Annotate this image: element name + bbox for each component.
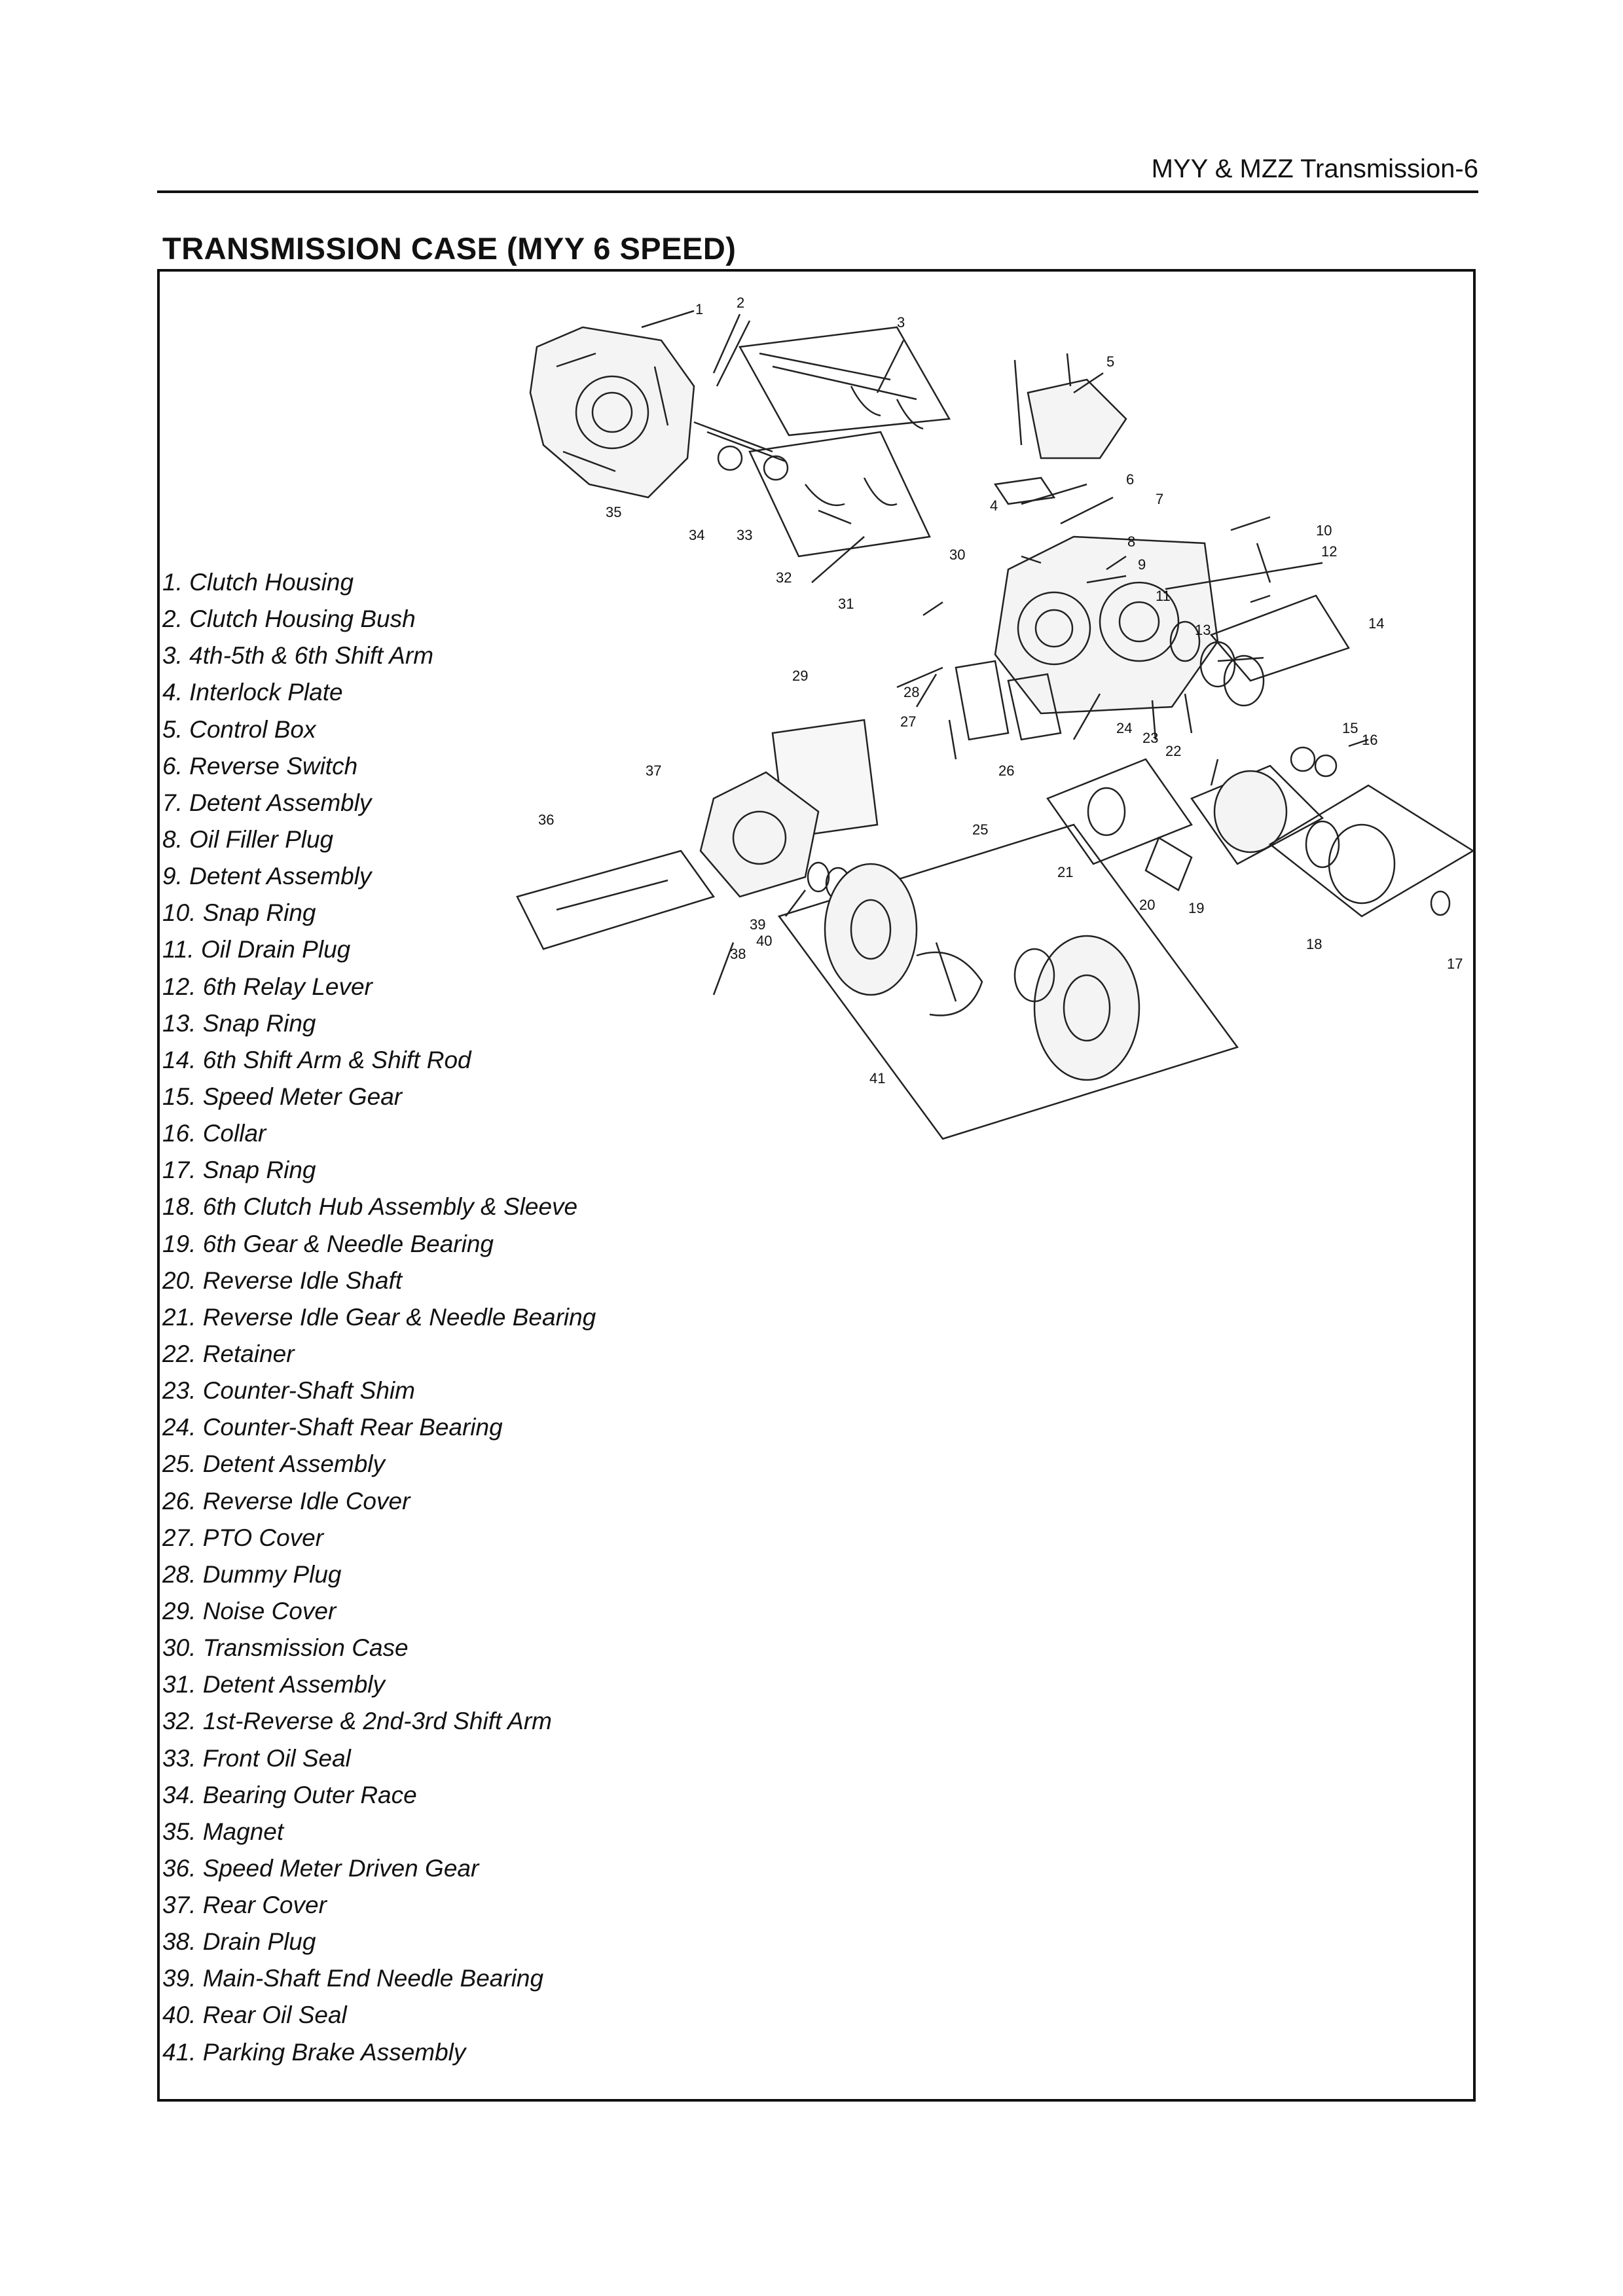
transmission-case-drawing: [994, 535, 1219, 715]
list-item: 36. Speed Meter Driven Gear: [162, 1854, 479, 1882]
callout-17: 17: [1447, 956, 1463, 972]
callout-24: 24: [1116, 720, 1132, 736]
callout-2: 2: [737, 295, 744, 311]
callout-10: 10: [1316, 522, 1332, 539]
callout-26: 26: [998, 762, 1014, 779]
callout-13: 13: [1195, 622, 1211, 638]
list-item: 40. Rear Oil Seal: [162, 2001, 347, 2029]
callout-6: 6: [1126, 471, 1134, 488]
callout-4: 4: [990, 497, 998, 514]
list-item: 27. PTO Cover: [162, 1524, 324, 1551]
list-item: 24. Counter-Shaft Rear Bearing: [162, 1414, 503, 1441]
page-title: TRANSMISSION CASE (MYY 6 SPEED): [162, 231, 737, 266]
shift-arm-panel-32: [693, 421, 931, 558]
callout-32: 32: [776, 569, 792, 586]
list-item: 26. Reverse Idle Cover: [162, 1487, 410, 1515]
list-item: 39. Main-Shaft End Needle Bearing: [162, 1965, 544, 1992]
callout-38: 38: [730, 946, 746, 962]
callout-22: 22: [1165, 743, 1181, 759]
callout-14: 14: [1368, 615, 1384, 632]
list-item: 31. Detent Assembly: [162, 1671, 386, 1698]
callout-37: 37: [646, 762, 661, 779]
list-item: 25. Detent Assembly: [162, 1450, 386, 1478]
callout-33: 33: [737, 527, 752, 543]
shift-arm-panel-3: [739, 326, 951, 437]
callout-29: 29: [792, 668, 808, 684]
list-item: 1. Clutch Housing: [162, 569, 354, 596]
callout-28: 28: [903, 684, 919, 700]
callout-19: 19: [1188, 900, 1204, 916]
callout-8: 8: [1127, 533, 1135, 550]
parts-list: 1. Clutch Housing 2. Clutch Housing Bush…: [162, 564, 596, 2071]
callout-25: 25: [972, 821, 988, 838]
callout-39: 39: [750, 916, 765, 933]
list-item: 9. Detent Assembly: [162, 863, 372, 890]
list-item: 13. Snap Ring: [162, 1009, 316, 1037]
callout-16: 16: [1362, 732, 1377, 748]
list-item: 34. Bearing Outer Race: [162, 1781, 417, 1808]
callout-35: 35: [606, 504, 621, 520]
list-item: 3. 4th-5th & 6th Shift Arm: [162, 642, 434, 670]
callout-27: 27: [900, 713, 916, 730]
list-item: 5. Control Box: [162, 715, 316, 743]
list-item: 38. Drain Plug: [162, 1928, 316, 1956]
list-item: 33. Front Oil Seal: [162, 1744, 351, 1772]
list-item: 4. Interlock Plate: [162, 679, 343, 706]
callout-18: 18: [1306, 936, 1322, 952]
control-box-drawing: [993, 353, 1127, 505]
callout-20: 20: [1139, 897, 1155, 913]
callout-34: 34: [689, 527, 704, 543]
figure-frame: [157, 269, 1476, 2102]
list-item: 8. Oil Filler Plug: [162, 825, 334, 853]
callout-15: 15: [1342, 720, 1358, 736]
list-item: 18. 6th Clutch Hub Assembly & Sleeve: [162, 1193, 578, 1221]
list-item: 22. Retainer: [162, 1340, 295, 1367]
callout-9: 9: [1138, 556, 1146, 573]
callout-41: 41: [869, 1070, 885, 1086]
callout-5: 5: [1106, 353, 1114, 370]
callout-21: 21: [1057, 864, 1073, 880]
list-item: 10. Snap Ring: [162, 899, 316, 927]
list-item: 15. Speed Meter Gear: [162, 1083, 403, 1110]
list-item: 6. Reverse Switch: [162, 752, 358, 780]
list-item: 41. Parking Brake Assembly: [162, 2038, 466, 2066]
callout-labels: 1 2 3 4 5 6 7 8 9 10 11 12 13 14 15 16 1…: [538, 295, 1463, 1086]
list-item: 11. Oil Drain Plug: [162, 936, 351, 963]
callout-40: 40: [756, 933, 772, 949]
callout-7: 7: [1156, 491, 1163, 507]
list-item: 16. Collar: [162, 1120, 266, 1147]
exploded-diagram: 1 2 3 4 5 6 7 8 9 10 11 12 13 14 15 16 1…: [516, 295, 1475, 1140]
list-item: 14. 6th Shift Arm & Shift Rod: [162, 1046, 471, 1073]
callout-1: 1: [695, 301, 703, 317]
page-header: MYY & MZZ Transmission-6: [1151, 154, 1478, 183]
header-rule: [157, 190, 1478, 193]
list-item: 28. Dummy Plug: [162, 1560, 342, 1588]
list-item: 12. 6th Relay Lever: [162, 973, 373, 1000]
callout-23: 23: [1142, 730, 1158, 746]
callout-12: 12: [1321, 543, 1337, 560]
list-item: 7. Detent Assembly: [162, 789, 372, 816]
list-item: 35. Magnet: [162, 1818, 284, 1845]
callout-31: 31: [838, 596, 854, 612]
parking-brake-panel: [777, 823, 1239, 1140]
rear-cover-drawing: [699, 771, 820, 898]
list-item: 20. Reverse Idle Shaft: [162, 1266, 403, 1294]
list-item: 37. Rear Cover: [162, 1892, 327, 1919]
list-item: 23. Counter-Shaft Shim: [162, 1377, 415, 1405]
clutch-housing-drawing: [529, 326, 695, 499]
callout-30: 30: [949, 547, 965, 563]
list-item: 30. Transmission Case: [162, 1634, 409, 1662]
list-item: 29. Noise Cover: [162, 1597, 337, 1624]
callout-36: 36: [538, 812, 554, 828]
callout-11: 11: [1156, 588, 1171, 604]
list-item: 19. 6th Gear & Needle Bearing: [162, 1230, 494, 1257]
callout-3: 3: [897, 314, 905, 331]
list-item: 17. Snap Ring: [162, 1157, 316, 1184]
list-item: 21. Reverse Idle Gear & Needle Bearing: [162, 1303, 596, 1331]
list-item: 2. Clutch Housing Bush: [162, 605, 416, 633]
list-item: 32. 1st-Reverse & 2nd-3rd Shift Arm: [162, 1708, 552, 1735]
